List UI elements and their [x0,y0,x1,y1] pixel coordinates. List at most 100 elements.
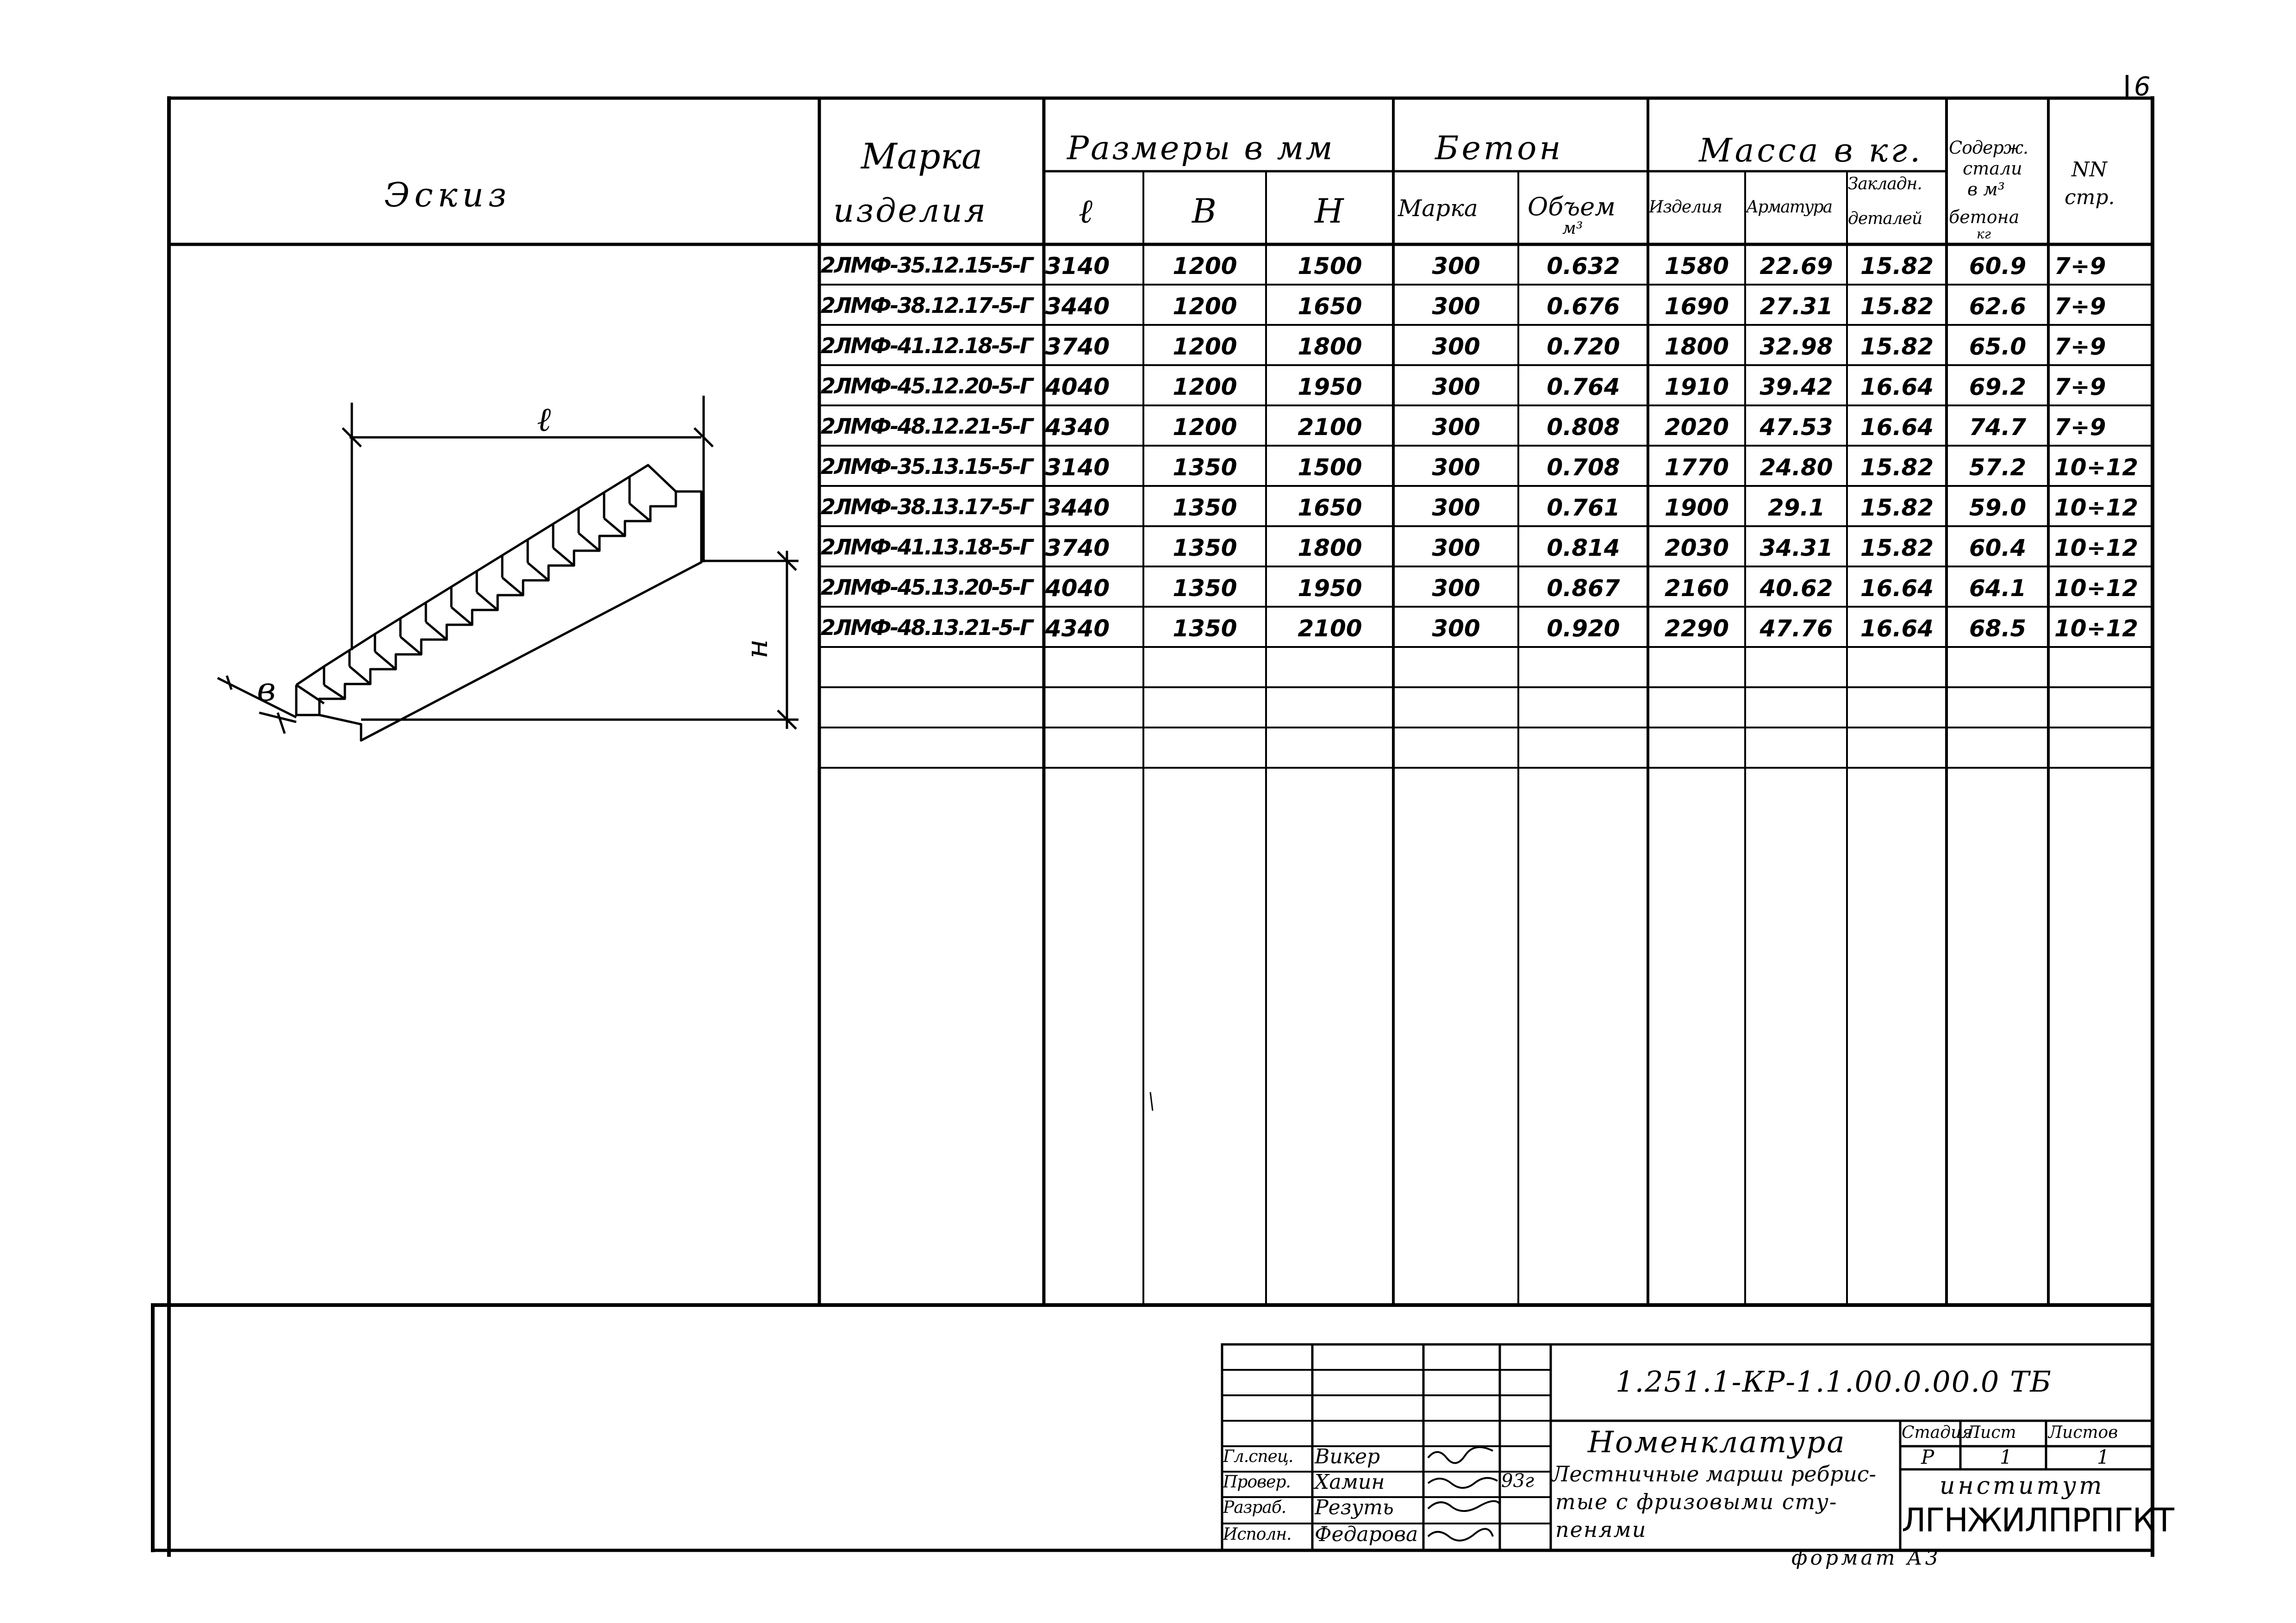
title-nomenclature: Номенклатура [1588,1425,1846,1460]
cell-mark: 2ЛМФ-41.12.18-5-Г [821,333,1033,358]
header-concrete-volume-unit: м³ [1562,219,1583,238]
header-dim-h: Н [1315,192,1344,230]
cell-embedded: 15.82 [1860,253,1934,280]
cell-l: 3440 [1045,293,1110,320]
cell-h: 1800 [1298,333,1362,360]
sheet-label: Лист [1966,1423,2016,1442]
header-steel-line3: в м³ [1967,179,2005,199]
stage-label: Стадия [1902,1423,1972,1442]
cell-h: 1650 [1298,494,1362,521]
cell-steel: 64.1 [1969,575,2027,602]
cell-item: 1800 [1664,333,1729,360]
cell-h: 1650 [1298,293,1362,320]
cell-mark: 2ЛМФ-45.12.20-5-Г [821,373,1033,398]
institute-label: институт [1940,1472,2105,1500]
cell-mark: 2ЛМФ-38.12.17-5-Г [821,293,1033,318]
cell-embedded: 15.82 [1860,293,1934,320]
cell-h: 1800 [1298,535,1362,561]
header-pages-line1: NN [2071,158,2107,181]
stage-value: Р [1921,1446,1934,1468]
approval-date: 93г [1501,1470,1535,1492]
cell-volume: 0.814 [1547,535,1620,561]
header-mark-line2: изделия [833,192,988,230]
cell-embedded: 16.64 [1860,373,1934,400]
cell-h: 1950 [1298,575,1362,602]
signature-role: Разраб. [1223,1498,1286,1517]
cell-b: 1350 [1173,575,1237,602]
format-label: формат А3 [1791,1546,1941,1570]
signature-role: Исполн. [1223,1525,1292,1544]
cell-volume: 0.761 [1547,494,1620,521]
cell-mark: 2ЛМФ-41.13.18-5-Г [821,535,1033,560]
cell-l: 4040 [1045,575,1110,602]
cell-grade: 300 [1432,253,1480,280]
cell-steel: 60.4 [1969,535,2027,561]
header-mass-rebar: Арматура [1746,198,1833,217]
header-concrete: Бетон [1435,129,1564,167]
cell-pages: 7÷9 [2054,253,2106,280]
cell-l: 3740 [1045,333,1110,360]
cell-grade: 300 [1432,373,1480,400]
cell-grade: 300 [1432,575,1480,602]
cell-pages: 7÷9 [2054,373,2106,400]
cell-item: 2160 [1664,575,1729,602]
cell-grade: 300 [1432,615,1480,642]
cell-embedded: 16.64 [1860,575,1934,602]
header-mass-embedded-line1: Закладн. [1848,174,1922,193]
cell-volume: 0.676 [1547,293,1620,320]
cell-volume: 0.708 [1547,454,1620,481]
cell-steel: 65.0 [1969,333,2027,360]
header-mass: Масса в кг. [1699,131,1923,169]
cell-item: 2020 [1664,414,1729,441]
sheets-label: Листов [2048,1423,2118,1442]
signature-name: Викер [1315,1445,1380,1468]
cell-rebar: 34.31 [1759,535,1833,561]
header-dim-l: ℓ [1079,192,1092,230]
cell-pages: 10÷12 [2054,615,2139,642]
cell-steel: 57.2 [1969,454,2027,481]
cell-l: 4340 [1045,414,1110,441]
cell-l: 4340 [1045,615,1110,642]
signature-role: Провер. [1223,1473,1291,1492]
cell-embedded: 15.82 [1860,333,1934,360]
header-steel-line2: стали [1963,158,2022,179]
cell-steel: 62.6 [1969,293,2027,320]
cell-l: 4040 [1045,373,1110,400]
sketch-label-b: в [257,671,276,709]
cell-rebar: 29.1 [1767,494,1825,521]
cell-steel: 69.2 [1969,373,2027,400]
cell-grade: 300 [1432,414,1480,441]
cell-item: 1900 [1664,494,1729,521]
cell-mark: 2ЛМФ-35.12.15-5-Г [821,253,1033,278]
cell-volume: 0.720 [1547,333,1620,360]
cell-rebar: 27.31 [1759,293,1833,320]
cell-embedded: 15.82 [1860,454,1934,481]
header-steel-line4: бетона [1949,207,2020,227]
header-concrete-volume: Объем [1528,192,1616,221]
cell-h: 1500 [1298,253,1362,280]
cell-volume: 0.808 [1547,414,1620,441]
cell-grade: 300 [1432,333,1480,360]
document-code: 1.251.1-КР-1.1.00.0.00.0 ТБ [1616,1365,2052,1399]
signature-name: Федарова [1315,1523,1418,1546]
header-mark-line1: Марка [861,136,983,177]
header-dim-b: В [1192,192,1217,230]
cell-volume: 0.764 [1547,373,1620,400]
header-pages-line2: стр. [2065,186,2115,209]
cell-pages: 10÷12 [2054,535,2139,561]
cell-b: 1350 [1173,615,1237,642]
cell-steel: 60.9 [1969,253,2027,280]
cell-item: 2030 [1664,535,1729,561]
cell-h: 2100 [1298,615,1362,642]
cell-pages: 7÷9 [2054,333,2106,360]
cell-b: 1350 [1173,535,1237,561]
cell-item: 1580 [1664,253,1729,280]
header-steel-line1: Содерж. [1949,137,2028,158]
cell-pages: 7÷9 [2054,414,2106,441]
cell-pages: 7÷9 [2054,293,2106,320]
signature-role: Гл.спец. [1223,1447,1293,1466]
cell-b: 1200 [1173,373,1237,400]
